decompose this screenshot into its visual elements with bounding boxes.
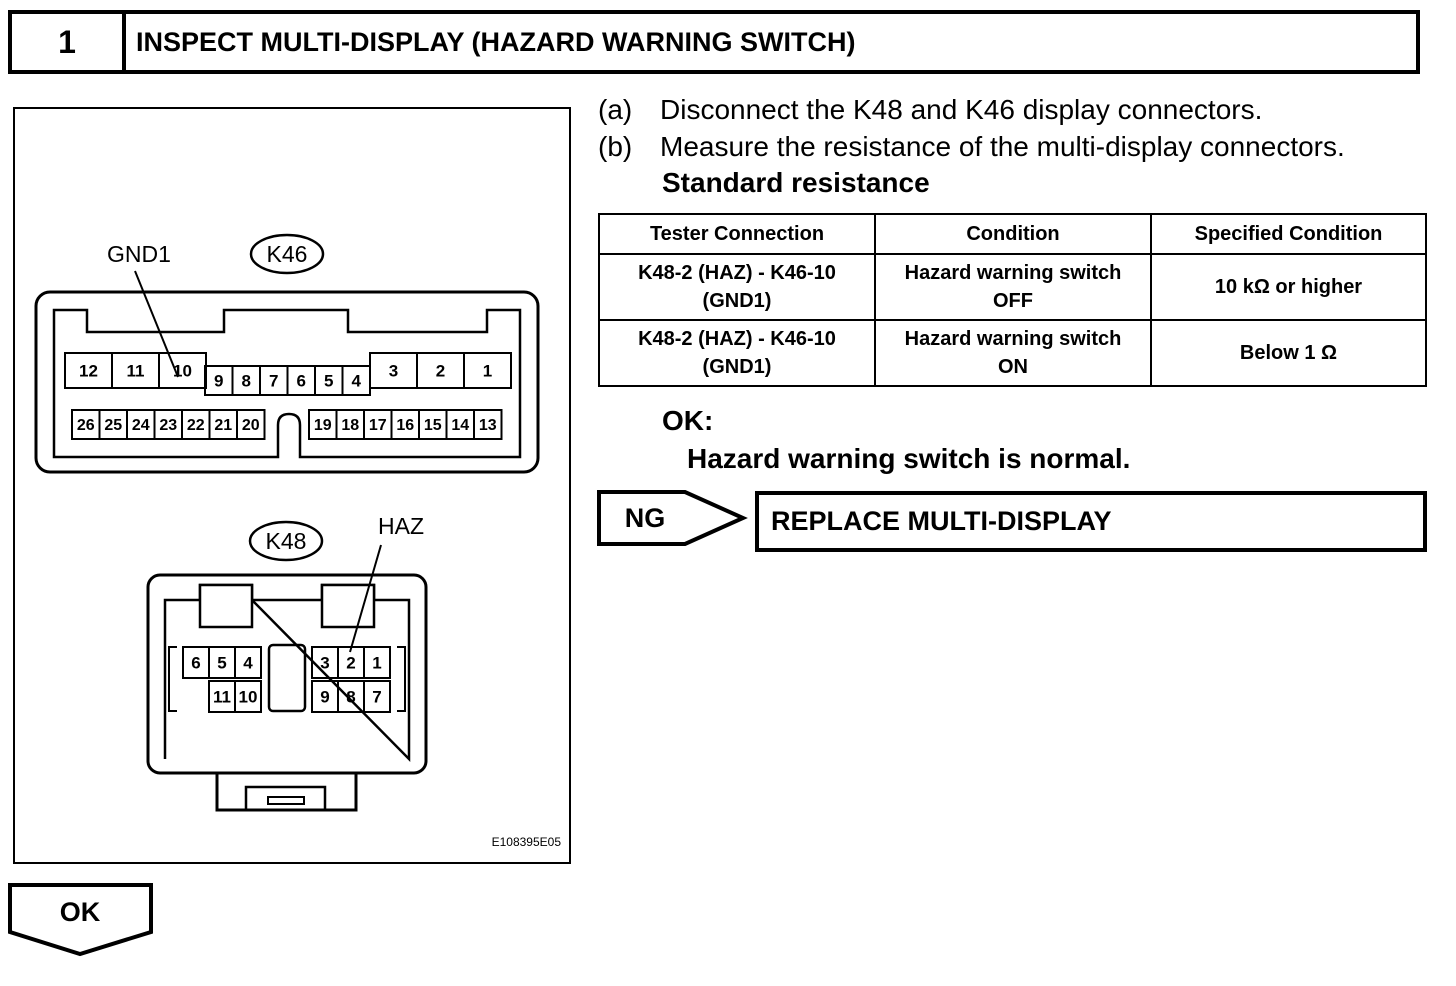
connector-pin-number: 9 bbox=[320, 687, 329, 706]
table-row: K48-2 (HAZ) - K46-10(GND1) Hazard warnin… bbox=[598, 253, 1427, 321]
figure-code: E108395E05 bbox=[492, 835, 562, 849]
connector-pin-number: 26 bbox=[77, 417, 95, 434]
table-header-row: Tester Connection Condition Specified Co… bbox=[598, 213, 1427, 255]
connector-pin bbox=[473, 409, 503, 440]
connector-pin-number: 12 bbox=[79, 361, 98, 380]
connector-pin-number: 18 bbox=[341, 417, 359, 434]
k48-label: K48 bbox=[266, 528, 307, 554]
connector-pin-number: 3 bbox=[320, 653, 329, 672]
header-condition: Condition bbox=[874, 213, 1152, 255]
connector-pin-number: 4 bbox=[352, 371, 362, 390]
step-b-label: (b) bbox=[598, 131, 633, 162]
haz-label: HAZ bbox=[378, 513, 424, 539]
connector-pin-number: 6 bbox=[297, 371, 306, 390]
gnd1-label: GND1 bbox=[107, 241, 171, 267]
connector-pin-number: 3 bbox=[389, 361, 398, 380]
step-header: 1 INSPECT MULTI-DISPLAY (HAZARD WARNING … bbox=[8, 10, 1420, 74]
step-title: INSPECT MULTI-DISPLAY (HAZARD WARNING SW… bbox=[136, 26, 856, 57]
step-b: (b) Measure the resistance of the multi-… bbox=[598, 129, 1418, 165]
k48-tag bbox=[248, 520, 324, 562]
step-a-text: Disconnect the K48 and K46 display conne… bbox=[660, 94, 1263, 125]
connector-pin bbox=[234, 680, 262, 713]
standard-resistance-table: Tester Connection Condition Specified Co… bbox=[598, 213, 1427, 387]
ok-result-label: OK: bbox=[662, 405, 714, 436]
connector-pin-number: 8 bbox=[242, 371, 251, 390]
connector-pin-number: 1 bbox=[483, 361, 492, 380]
connector-pin-number: 11 bbox=[127, 361, 145, 380]
k46-tag bbox=[249, 233, 325, 275]
connector-pin bbox=[463, 352, 512, 389]
connector-pin-number: 13 bbox=[479, 417, 497, 434]
table-row: K48-2 (HAZ) - K46-10(GND1) Hazard warnin… bbox=[598, 319, 1427, 387]
connector-pin-number: 17 bbox=[369, 417, 387, 434]
connector-pin-number: 5 bbox=[324, 371, 333, 390]
connector-pin-number: 15 bbox=[424, 417, 442, 434]
cell-specified-condition: Below 1 Ω bbox=[1150, 319, 1427, 387]
k46-label: K46 bbox=[267, 241, 308, 267]
connector-pin-number: 7 bbox=[269, 371, 278, 390]
connector-pin-number: 4 bbox=[243, 653, 253, 672]
connector-pin-number: 16 bbox=[396, 417, 414, 434]
ng-arrow-tag[interactable]: NG bbox=[597, 489, 749, 547]
connector-pin-number: 6 bbox=[191, 653, 200, 672]
connector-pin-number: 9 bbox=[214, 371, 223, 390]
cell-specified-condition: 10 kΩ or higher bbox=[1150, 253, 1427, 321]
ok-result-text: Hazard warning switch is normal. bbox=[687, 443, 1131, 474]
connector-pin bbox=[236, 409, 266, 440]
connector-pin-number: 11 bbox=[213, 687, 231, 706]
connector-pin-number: 10 bbox=[239, 687, 258, 706]
step-a: (a) Disconnect the K48 and K46 display c… bbox=[598, 92, 1418, 128]
connector-pin-number: 1 bbox=[372, 653, 381, 672]
connector-pin-number: 21 bbox=[214, 417, 232, 434]
connector-pin-number: 20 bbox=[242, 417, 260, 434]
connector-pin-number: 25 bbox=[104, 417, 122, 434]
standard-resistance-label: Standard resistance bbox=[662, 167, 930, 198]
connector-pin-number: 14 bbox=[451, 417, 469, 434]
connector-pin bbox=[363, 646, 391, 679]
connector-pin bbox=[234, 646, 262, 679]
ng-action-box[interactable]: REPLACE MULTI-DISPLAY bbox=[755, 491, 1427, 552]
step-b-text: Measure the resistance of the multi-disp… bbox=[660, 131, 1345, 162]
step-number: 1 bbox=[12, 14, 126, 70]
connector-pin-number: 2 bbox=[346, 653, 355, 672]
haz-leader-line bbox=[349, 544, 382, 653]
connector-pin-number: 23 bbox=[159, 417, 177, 434]
gnd1-leader-line bbox=[134, 270, 179, 378]
connector-pin-number: 24 bbox=[132, 417, 150, 434]
cell-tester-connection: K48-2 (HAZ) - K46-10(GND1) bbox=[598, 319, 876, 387]
ok-label: OK bbox=[60, 897, 101, 927]
connector-pin-number: 5 bbox=[217, 653, 226, 672]
connector-pin bbox=[363, 680, 391, 713]
connector-pin-number: 7 bbox=[372, 687, 381, 706]
header-specified-condition: Specified Condition bbox=[1150, 213, 1427, 255]
connector-pin-number: 22 bbox=[187, 417, 205, 434]
connector-pin-number: 2 bbox=[436, 361, 445, 380]
connector-pin-number: 8 bbox=[346, 687, 355, 706]
cell-tester-connection: K48-2 (HAZ) - K46-10(GND1) bbox=[598, 253, 876, 321]
header-tester-connection: Tester Connection bbox=[598, 213, 876, 255]
ok-arrow-tag[interactable]: OK bbox=[8, 882, 156, 958]
ng-label: NG bbox=[625, 503, 666, 533]
connector-pin-number: 19 bbox=[314, 417, 332, 434]
step-a-label: (a) bbox=[598, 94, 633, 125]
